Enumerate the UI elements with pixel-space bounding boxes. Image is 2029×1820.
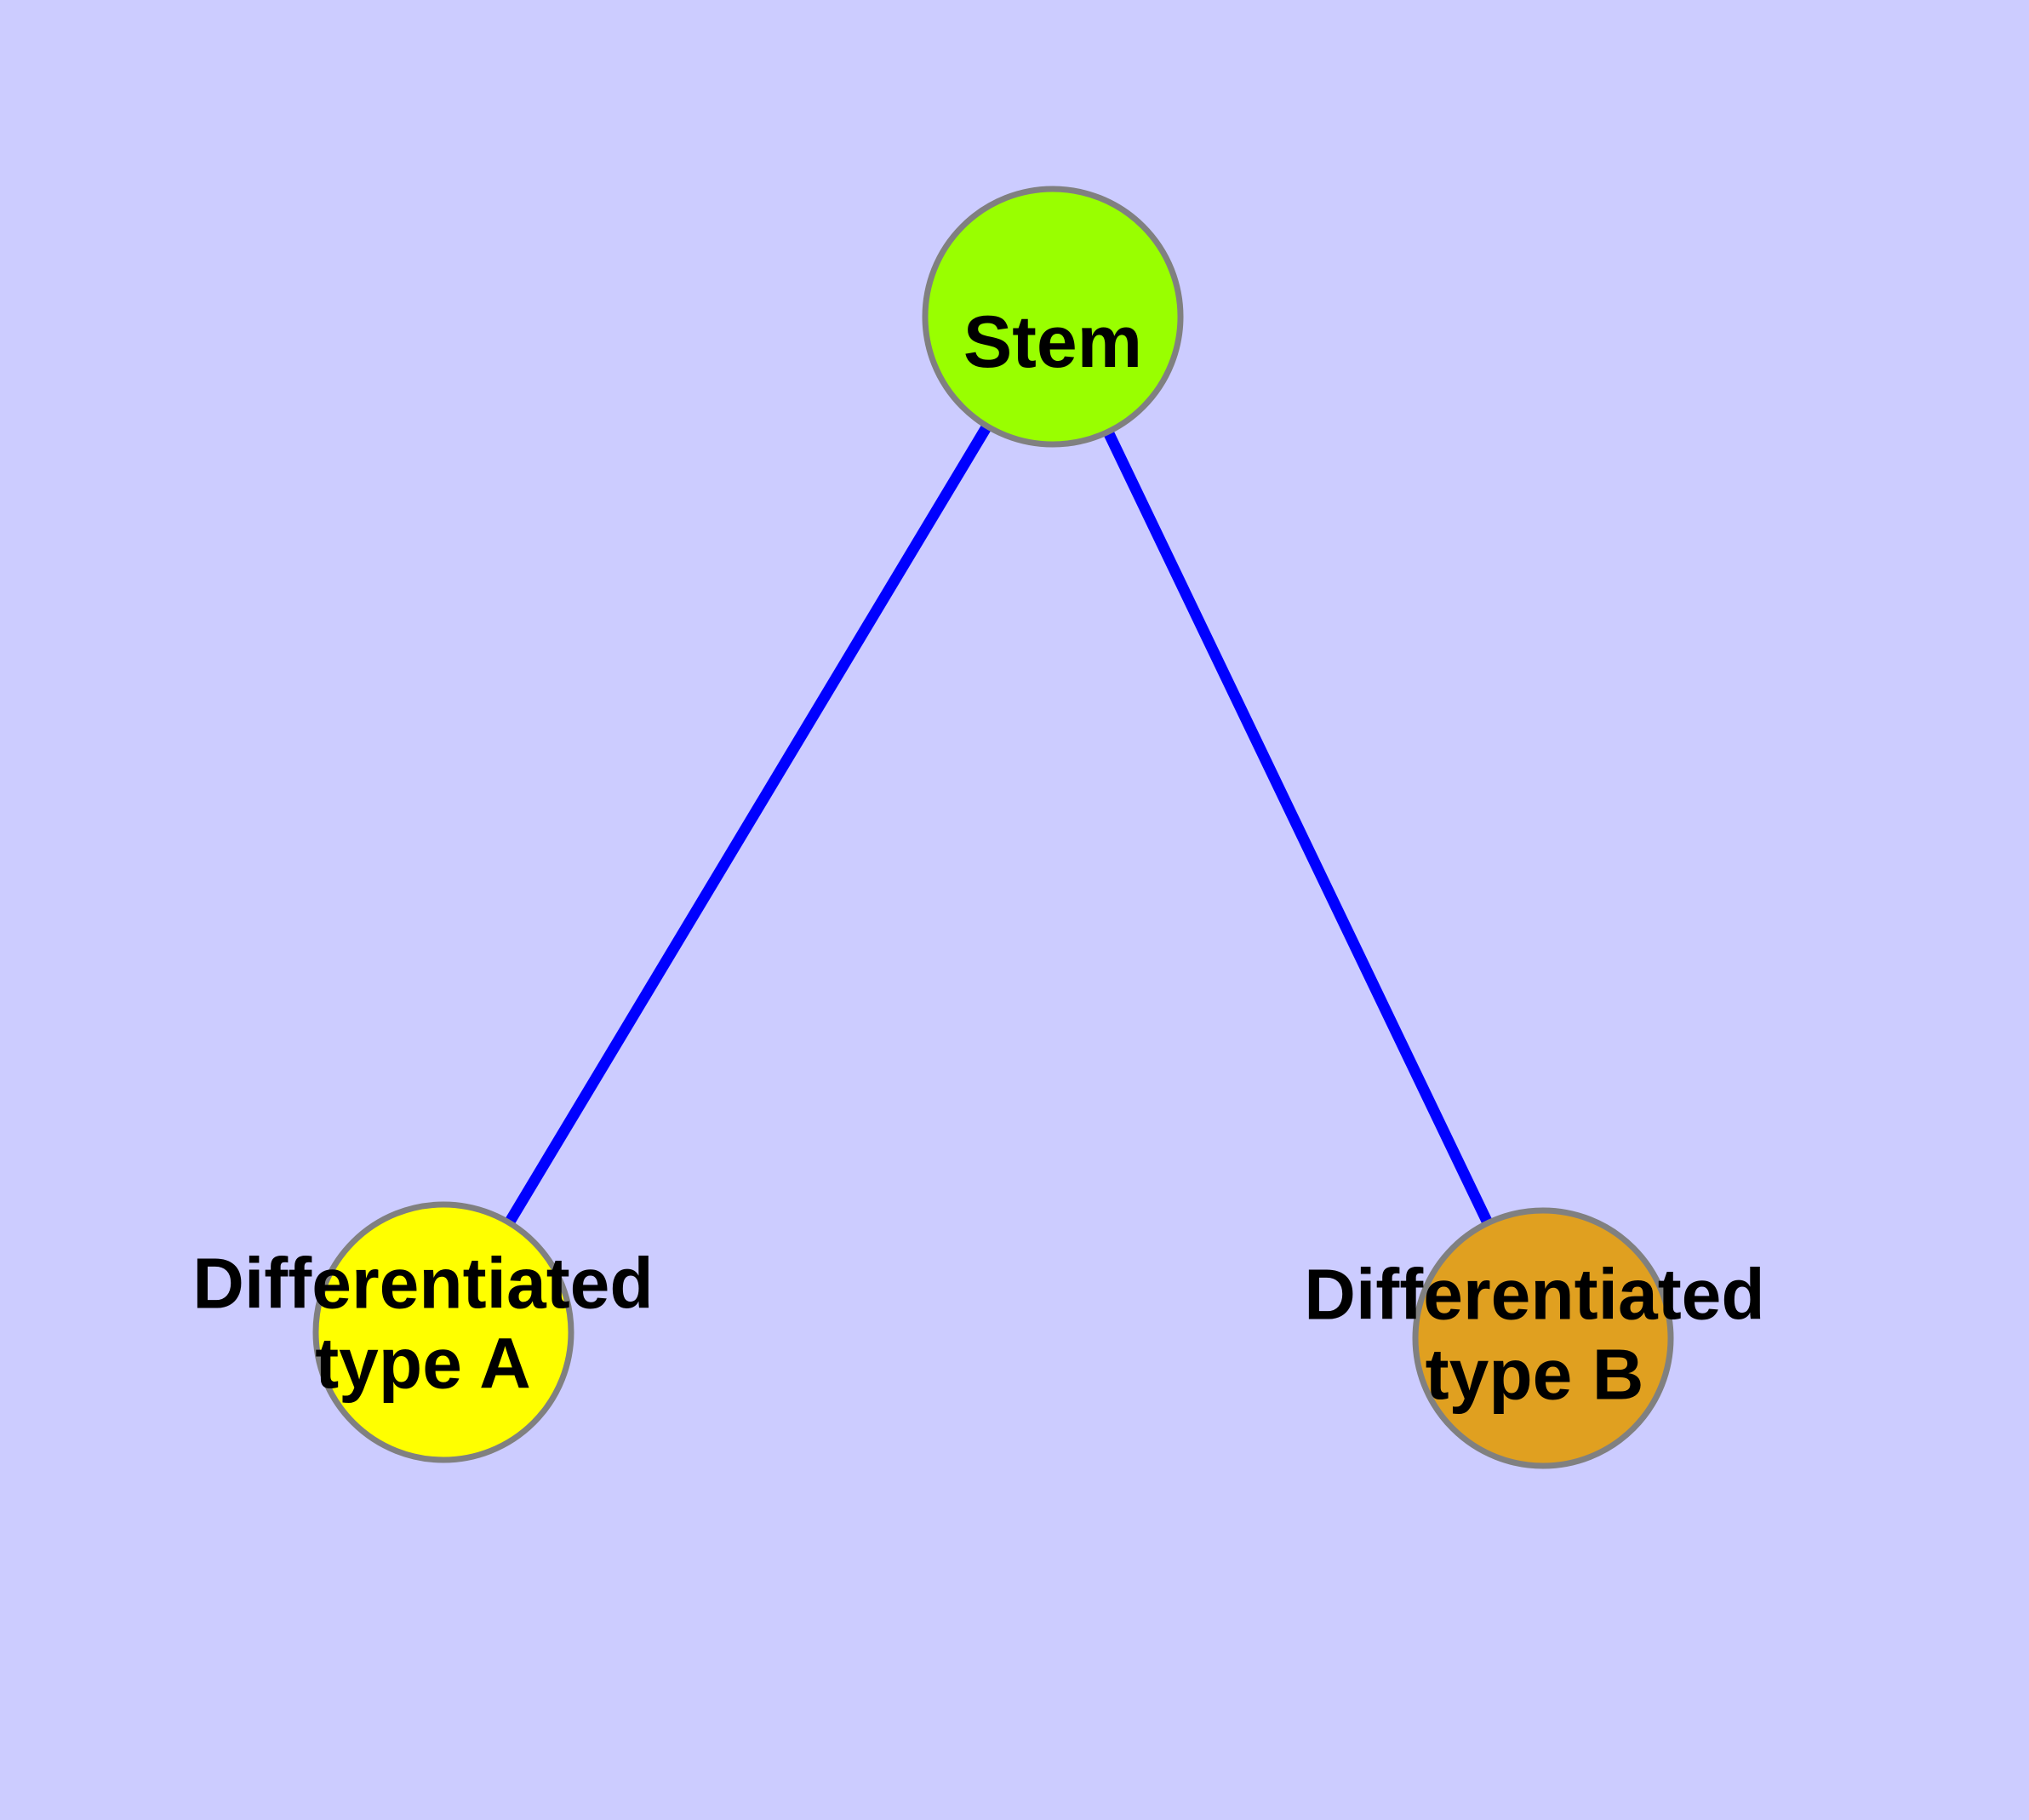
label-line: type A — [315, 1324, 531, 1404]
edges-layer — [438, 313, 1548, 1341]
node-differentiated-type-a[interactable] — [312, 1201, 574, 1463]
node-differentiated-type-b[interactable] — [1412, 1207, 1674, 1469]
edge-stem-to-differentiated-b[interactable] — [1048, 314, 1548, 1341]
label-line: type B — [1426, 1335, 1644, 1415]
nodes-layer — [312, 186, 1674, 1469]
label-line: Differentiated — [192, 1244, 653, 1324]
edge-stem-to-differentiated-a[interactable] — [438, 313, 1058, 1336]
label-line: Differentiated — [1304, 1255, 1764, 1335]
node-stem[interactable] — [922, 186, 1184, 448]
label-line: Stem — [963, 301, 1142, 383]
node-stem-label: Stem — [963, 301, 1142, 383]
